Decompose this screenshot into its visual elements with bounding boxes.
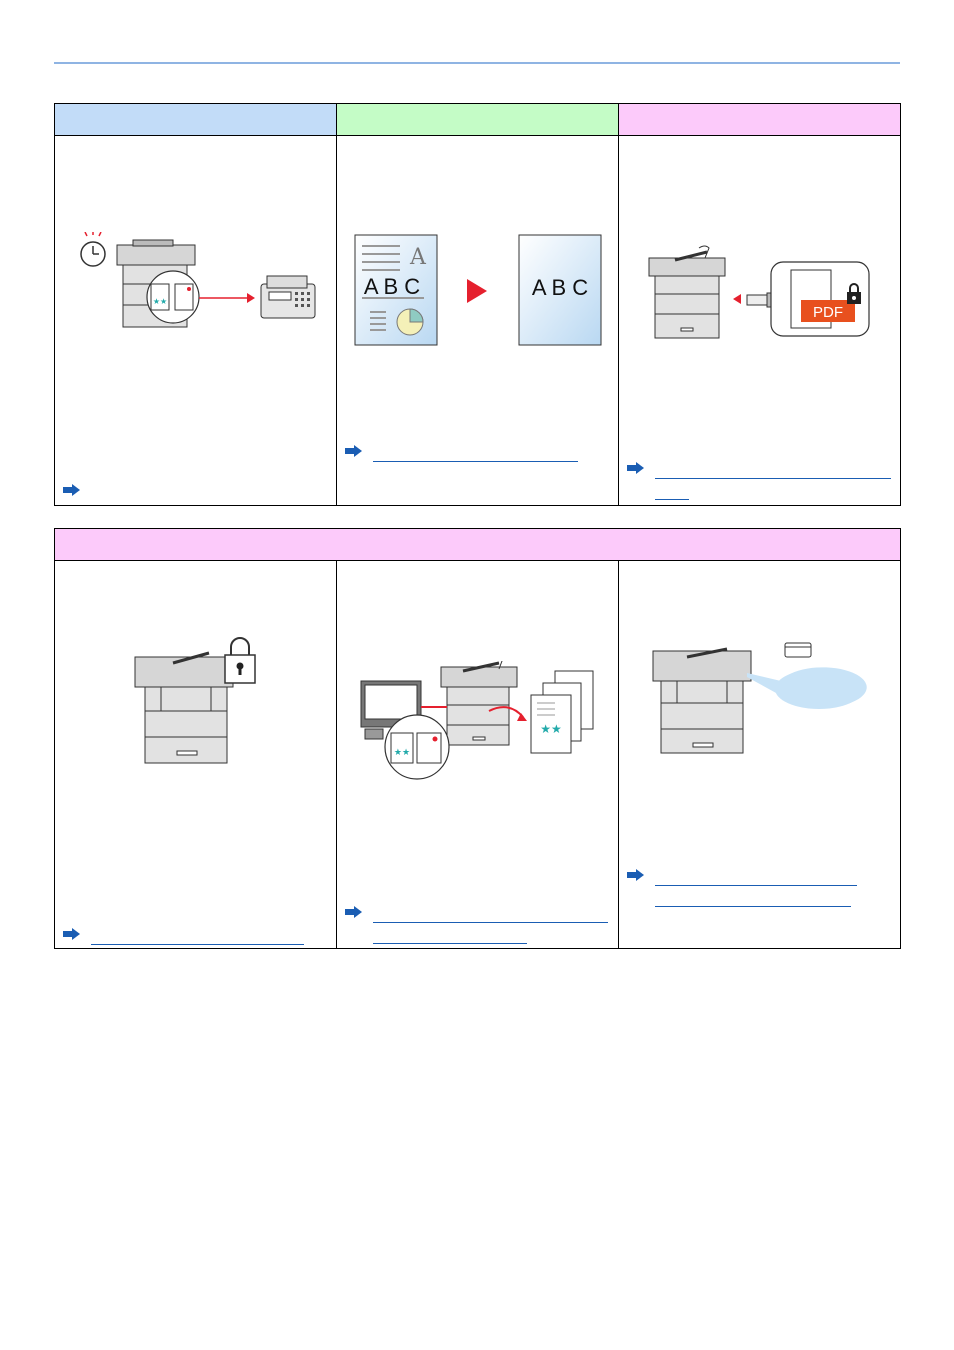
header-cell-1 (54, 103, 337, 136)
reference-link[interactable] (627, 458, 891, 500)
encrypted-pdf-usb-icon: PDF (648, 245, 870, 339)
arrow-right-icon (63, 928, 80, 940)
reference-link[interactable] (63, 924, 304, 945)
feature-cell-text-extraction: A A B C A B C (336, 135, 619, 506)
svg-text:A B C: A B C (364, 274, 420, 299)
arrow-right-icon (627, 462, 644, 474)
feature-cell-scheduled-fax: ★★ (54, 135, 337, 506)
top-rule (54, 62, 900, 64)
feature-table-1: ★★ (54, 103, 901, 506)
feature-cell-encrypted-pdf: PDF (618, 135, 901, 506)
reference-link[interactable] (345, 902, 608, 944)
svg-text:A: A (409, 245, 427, 270)
arrow-right-icon (345, 445, 362, 457)
locked-printer-icon (134, 637, 256, 764)
header-cell-wide (54, 528, 901, 561)
reference-link[interactable] (627, 865, 857, 907)
arrow-right-icon (627, 869, 644, 881)
header-cell-2 (336, 103, 619, 136)
reference-link[interactable] (345, 441, 578, 462)
reference-link[interactable] (63, 480, 81, 496)
feature-table-2: ★★ ★★ (54, 528, 901, 949)
scheduled-fax-icon: ★★ (80, 232, 316, 328)
svg-text:★★: ★★ (153, 297, 167, 306)
feature-cell-card-auth (618, 560, 901, 949)
feature-cell-locked-printer (54, 560, 337, 949)
svg-text:PDF: PDF (813, 304, 843, 321)
arrow-right-icon (345, 906, 362, 918)
svg-text:A B C: A B C (532, 275, 588, 300)
svg-text:★★: ★★ (394, 748, 410, 758)
printer-card-auth-icon (652, 642, 867, 754)
pc-print-copies-icon: ★★ ★★ (360, 661, 594, 780)
arrow-right-icon (63, 484, 80, 496)
feature-cell-pc-print: ★★ ★★ (336, 560, 619, 949)
header-cell-3 (618, 103, 901, 136)
svg-text:★★: ★★ (540, 722, 562, 736)
text-extraction-abc-icon: A A B C A B C (354, 234, 602, 346)
